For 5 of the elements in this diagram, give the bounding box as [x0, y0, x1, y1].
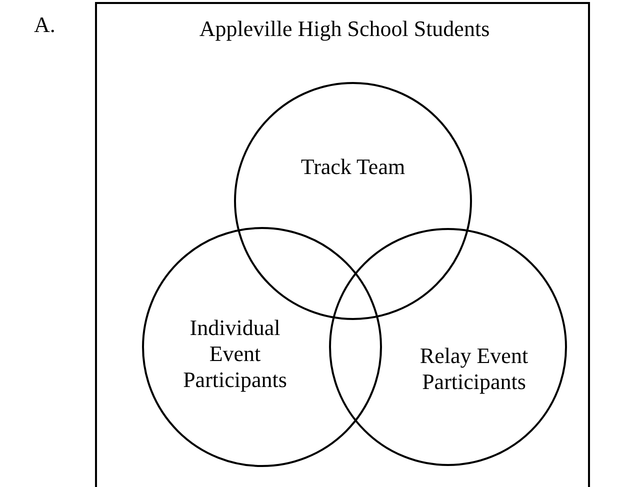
set-label: Track Team — [300, 154, 406, 180]
set-label: Relay Event Participants — [418, 343, 530, 395]
set-label: Individual Event Participants — [182, 315, 288, 393]
set-heading: Appleville High School Students — [198, 16, 491, 42]
option-letter: A. — [34, 12, 56, 38]
